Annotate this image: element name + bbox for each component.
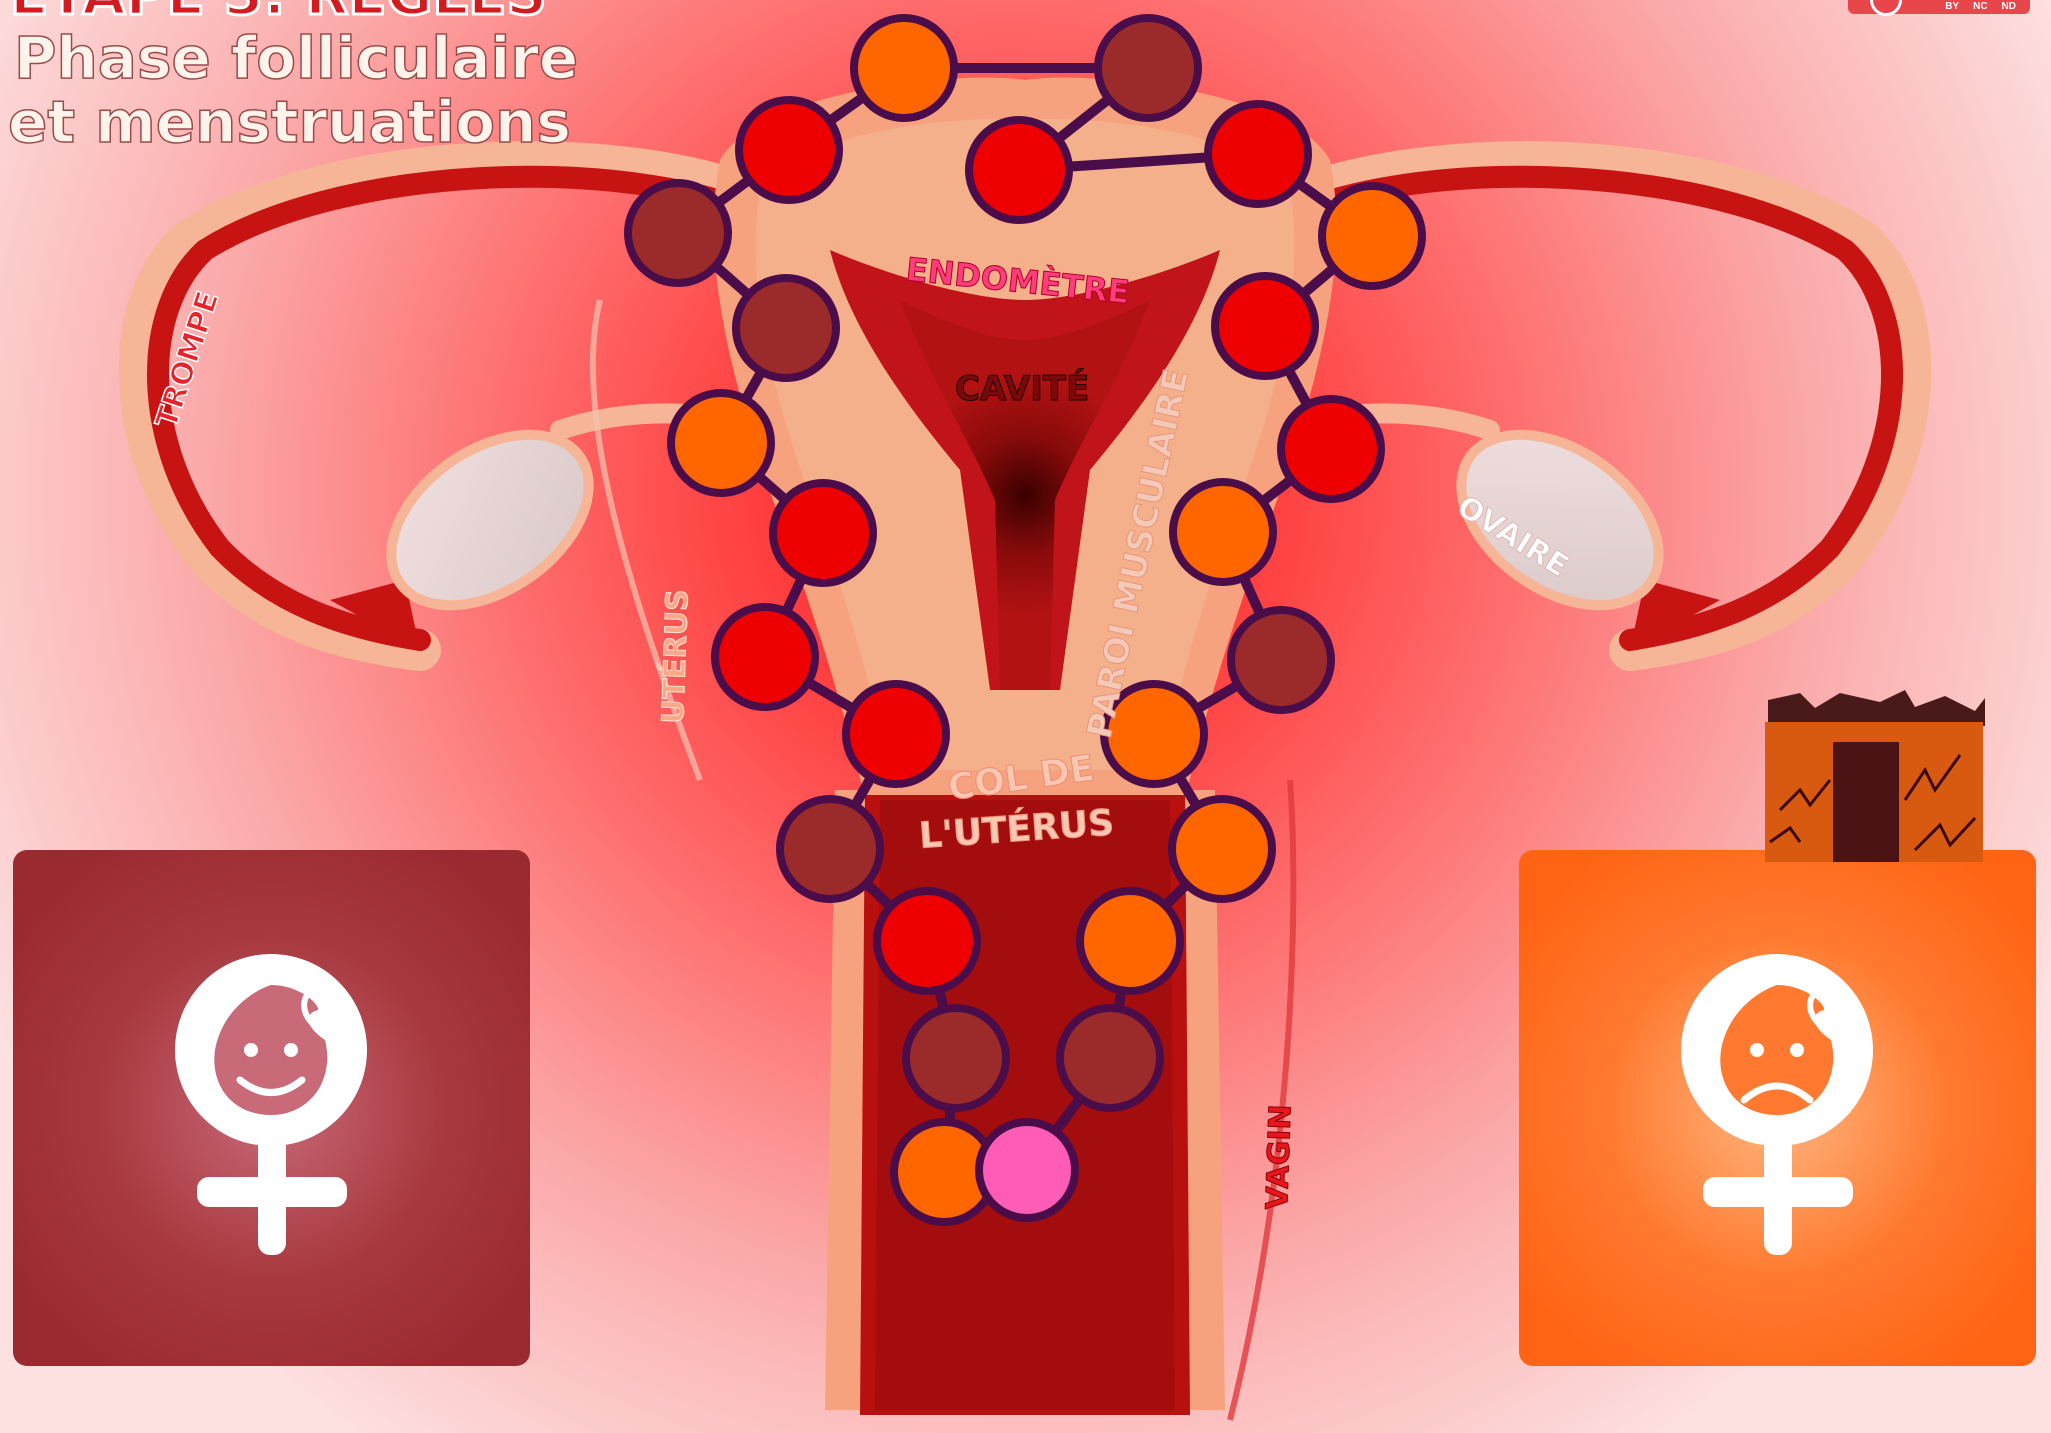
- board-space-red[interactable]: [1208, 104, 1308, 204]
- board-space-orange[interactable]: [671, 393, 771, 493]
- label-cavite: CAVITÉ: [955, 368, 1089, 409]
- board-space-red[interactable]: [1281, 399, 1381, 499]
- board-space-maroon[interactable]: [1231, 610, 1331, 710]
- board-space-red[interactable]: [773, 483, 873, 583]
- board-space-red[interactable]: [846, 684, 946, 784]
- board-space-red[interactable]: [739, 100, 839, 200]
- board-space-red[interactable]: [1215, 276, 1315, 376]
- chocolate-bar-icon: [1765, 690, 1985, 862]
- player-card-happy[interactable]: [13, 850, 530, 1366]
- board-space-orange[interactable]: [1173, 482, 1273, 582]
- board-space-maroon[interactable]: [736, 278, 836, 378]
- board-space-red[interactable]: [969, 120, 1069, 220]
- license-nc: NC: [1973, 0, 1987, 14]
- board-space-orange[interactable]: [1322, 186, 1422, 286]
- board-space-orange[interactable]: [1080, 891, 1180, 991]
- board-space-maroon[interactable]: [780, 799, 880, 899]
- label-uterus: UTÉRUS: [655, 589, 696, 725]
- license-badge: BY NC ND: [1848, 0, 2030, 14]
- board-space-red[interactable]: [877, 891, 977, 991]
- board-space-finish[interactable]: [979, 1122, 1075, 1218]
- label-vagin: VAGIN: [1260, 1104, 1299, 1210]
- title-line1: Phase folliculaire: [14, 24, 578, 92]
- board-space-maroon[interactable]: [1060, 1008, 1160, 1108]
- board-space-maroon[interactable]: [906, 1008, 1006, 1108]
- license-nd: ND: [2002, 0, 2016, 14]
- creative-commons-icon: [1870, 0, 1902, 16]
- title-block: ETAPE 3: RÈGLES Phase folliculaire et me…: [8, 0, 578, 156]
- board-space-red[interactable]: [715, 607, 815, 707]
- board-space-orange[interactable]: [1172, 799, 1272, 899]
- board-space-maroon[interactable]: [1098, 18, 1198, 118]
- license-by: BY: [1945, 0, 1959, 14]
- board-space-maroon[interactable]: [628, 183, 728, 283]
- board-space-orange[interactable]: [854, 18, 954, 118]
- player-card-sad[interactable]: [1519, 850, 2036, 1366]
- title-line2: et menstruations: [8, 88, 571, 156]
